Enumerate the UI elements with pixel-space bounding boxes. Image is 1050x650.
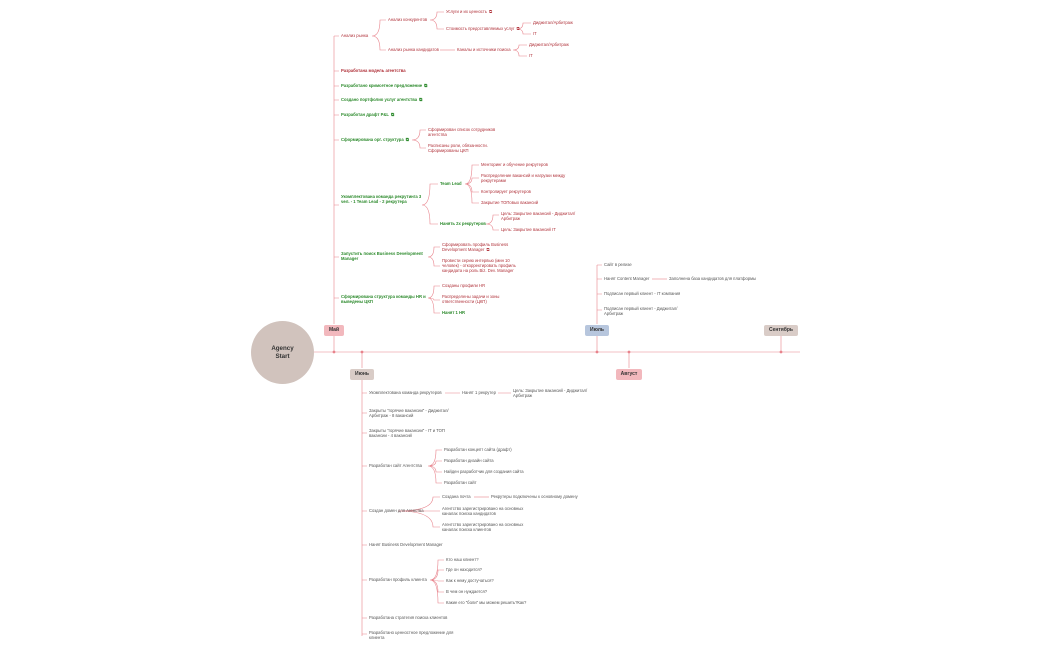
- month-august[interactable]: Август: [616, 369, 642, 380]
- may-org-staff[interactable]: Сформирован список сотрудников агентства: [428, 127, 496, 138]
- jun-agency-site[interactable]: Разработан сайт Агентства: [369, 463, 422, 468]
- month-may[interactable]: Май: [324, 325, 344, 336]
- jun-registered-candidates[interactable]: Агентство зарегистрировано на основных к…: [442, 506, 524, 517]
- may-tl-top[interactable]: Закрытие ТОПовых вакансий: [481, 200, 539, 205]
- may-bdm-profile[interactable]: Сформировать профиль Business Developmen…: [442, 242, 509, 253]
- jun-client-strategy[interactable]: Разработана стратегия поиска клиентов: [369, 615, 448, 620]
- may-pnl-draft[interactable]: Разработан драфт P&L⧉: [341, 112, 395, 117]
- external-link-icon[interactable]: ⧉: [390, 112, 395, 117]
- may-goal-digital[interactable]: Цель: Закрытие вакансий - Диджитал/ Арби…: [501, 211, 576, 222]
- jun-question-reach[interactable]: Как к нему достучаться?: [446, 578, 494, 583]
- may-org-roles[interactable]: Расписаны роли, обязанности. Сформирован…: [428, 143, 488, 154]
- jul-candidate-base[interactable]: Заполнена база кандидатов для платформы: [669, 276, 757, 281]
- jun-hired-goal[interactable]: Цель: Закрытие вакансий - Диджитал/ Арби…: [513, 388, 588, 399]
- may-portfolio[interactable]: Создано портфолио услуг агентства⧉: [341, 97, 423, 102]
- may-cost-it[interactable]: IT: [533, 31, 537, 36]
- may-offer[interactable]: Разработано кримсетное предложение⧉: [341, 83, 428, 88]
- jun-mail[interactable]: Создана почта: [442, 494, 471, 499]
- jul-site-release[interactable]: Сайт в релизе: [604, 262, 632, 267]
- month-june[interactable]: Июнь: [350, 369, 374, 380]
- jun-recruiter-hired[interactable]: Нанят 1 рекрутер: [462, 390, 496, 395]
- jun-question-pains[interactable]: Какие его "боли" мы можем решить?Как?: [446, 600, 527, 605]
- jun-bdm-hired[interactable]: Нанят Business Development Manager: [369, 542, 443, 547]
- jun-question-who[interactable]: Кто наш клиент?: [446, 557, 479, 562]
- external-link-icon[interactable]: ⧉: [424, 83, 428, 88]
- may-channels-digital[interactable]: Диджитал/Арбитраж: [529, 42, 569, 47]
- may-org-structure[interactable]: Сформирована орг. структура⧉: [341, 137, 409, 142]
- external-link-icon[interactable]: ⧉: [488, 9, 493, 14]
- may-search-channels[interactable]: Каналы и источники поиска: [457, 47, 511, 52]
- jun-question-needs[interactable]: В чем он нуждается?: [446, 589, 488, 594]
- jul-client-digital[interactable]: Подписан первый клиент - Диджитал/ Арбит…: [604, 306, 678, 317]
- may-competitor-analysis[interactable]: Анализ конкурентов: [388, 17, 428, 22]
- jun-hot-it[interactable]: Закрыты "горячие вакансии" - IT и ТОП ва…: [369, 428, 445, 439]
- jun-site-developer[interactable]: Найден разработчик для создания сайта: [444, 469, 524, 474]
- may-market-analysis[interactable]: Анализ рынка: [341, 33, 369, 38]
- external-link-icon[interactable]: ⧉: [486, 247, 490, 253]
- jun-domain[interactable]: Создан домен для Агенства: [369, 508, 424, 513]
- jun-site-design[interactable]: Разработан дизайн сайта: [444, 458, 494, 463]
- external-link-icon[interactable]: ⧉: [405, 137, 409, 142]
- may-tl-mentoring[interactable]: Менторинг и обучение рекрутеров: [481, 162, 548, 167]
- may-tl-control[interactable]: Контролирует рекрутеров: [481, 189, 531, 194]
- may-services-cost[interactable]: Стоимость предоставляемых услуг⧉: [446, 26, 520, 31]
- jun-client-profile[interactable]: Разработан профиль клиента: [369, 577, 427, 582]
- may-hire-two[interactable]: Нанять 2х рекрутеров: [440, 221, 486, 226]
- root-title-line2: Start: [275, 352, 290, 360]
- external-link-icon[interactable]: ⧉: [419, 97, 423, 102]
- month-july[interactable]: Июль: [585, 325, 609, 336]
- may-channels-it[interactable]: IT: [529, 53, 533, 58]
- month-september[interactable]: Сентябрь: [764, 325, 798, 336]
- jul-client-it[interactable]: Подписан первый клиент - IT компания: [604, 291, 681, 296]
- may-goal-it[interactable]: Цель: Закрытие вакансий IT: [501, 227, 556, 232]
- jun-question-where[interactable]: Где он находится?: [446, 567, 482, 572]
- may-agency-model[interactable]: Разработана модель агентства: [341, 68, 406, 73]
- may-hr-tasks[interactable]: Распределены задачи и зоны ответственнос…: [442, 294, 500, 305]
- may-candidate-market[interactable]: Анализ рынка кандидатов: [388, 47, 439, 52]
- external-link-icon[interactable]: ⧉: [516, 26, 520, 31]
- jul-content-manager[interactable]: Нанят Content Manager: [604, 276, 650, 281]
- root-title-line1: Agency: [271, 344, 294, 352]
- jun-hot-digital[interactable]: Закрыты "горячие вакансии" - Диджитал/ А…: [369, 408, 449, 419]
- may-tl-distribution[interactable]: Распределение вакансий и нагрузки между …: [481, 173, 566, 184]
- may-recruiting-team[interactable]: Укомплектована команда рекрутинга 3 чел.…: [341, 194, 422, 205]
- may-bdm-interviews[interactable]: Провести серию интервью (мин 10 человек)…: [442, 258, 516, 274]
- jun-mail-note[interactable]: Рекрутеры подключены к основному домену: [491, 494, 578, 499]
- may-bdm-search[interactable]: Запустить поиск Business Development Man…: [341, 251, 423, 262]
- may-hr-structure[interactable]: Сформирована структура команды HR и выве…: [341, 294, 426, 305]
- jun-site-concept[interactable]: Разработан концепт сайта (драфт): [444, 447, 512, 452]
- jun-recruiter-team[interactable]: Укомплектована команда рекрутеров: [369, 390, 442, 395]
- may-team-lead[interactable]: Team Lead: [440, 181, 462, 186]
- may-hr-profiles[interactable]: Созданы профили HR: [442, 283, 486, 288]
- root-node-agency-start[interactable]: Agency Start: [251, 321, 314, 384]
- may-cost-digital[interactable]: Диджитал/Арбитраж: [533, 20, 573, 25]
- may-services-value[interactable]: Услуги и их ценность⧉: [446, 9, 493, 14]
- may-hr-hired[interactable]: Нанят 1 HR: [442, 310, 466, 315]
- jun-registered-clients[interactable]: Агентство зарегистрировано на основных к…: [442, 522, 524, 533]
- jun-site-done[interactable]: Разработан сайт: [444, 480, 477, 485]
- jun-value-proposition[interactable]: Разработано ценностное предложение для к…: [369, 630, 454, 641]
